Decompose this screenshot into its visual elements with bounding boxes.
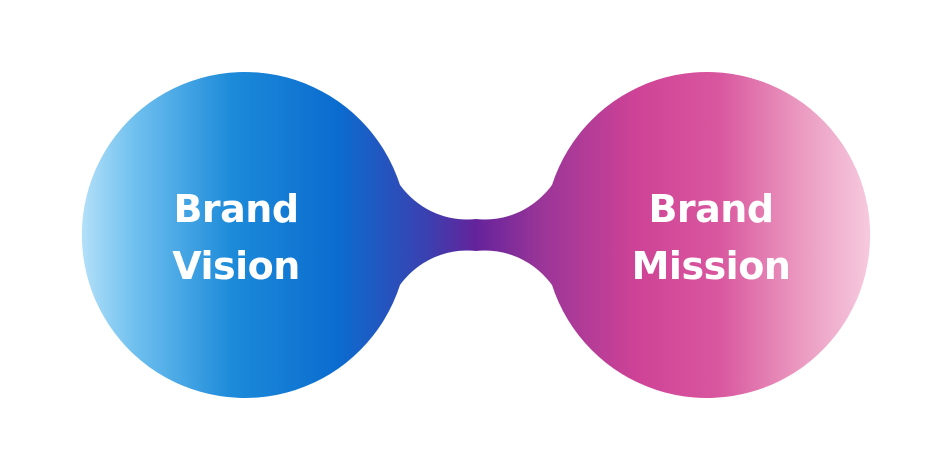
brand-vision-label: Brand Vision xyxy=(172,187,300,288)
dumbbell-shape xyxy=(81,72,871,399)
brand-mission-line2: Mission xyxy=(632,244,791,288)
brand-mission-line1: Brand xyxy=(648,187,773,231)
brand-mission-label: Brand Mission xyxy=(632,187,791,288)
brand-vision-line1: Brand xyxy=(173,187,298,231)
brand-vision-line2: Vision xyxy=(172,244,300,288)
